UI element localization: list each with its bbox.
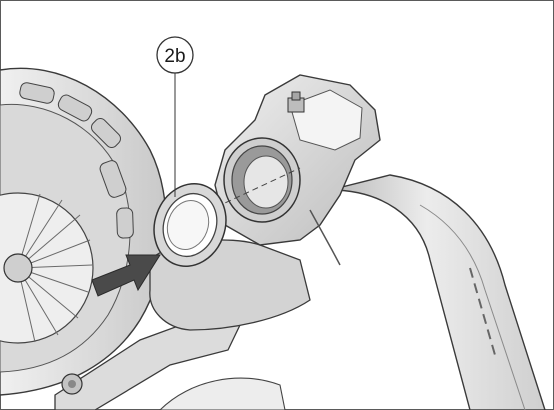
callout-label: 2b (164, 46, 185, 67)
insertion-arrow (91, 254, 161, 297)
callout-2b: 2b (156, 36, 194, 197)
frame-tube (329, 174, 546, 410)
pivot-housing (214, 74, 381, 266)
wheel-spokes (0, 192, 94, 344)
bearing-ring (153, 183, 227, 267)
lower-bracket (54, 317, 286, 410)
